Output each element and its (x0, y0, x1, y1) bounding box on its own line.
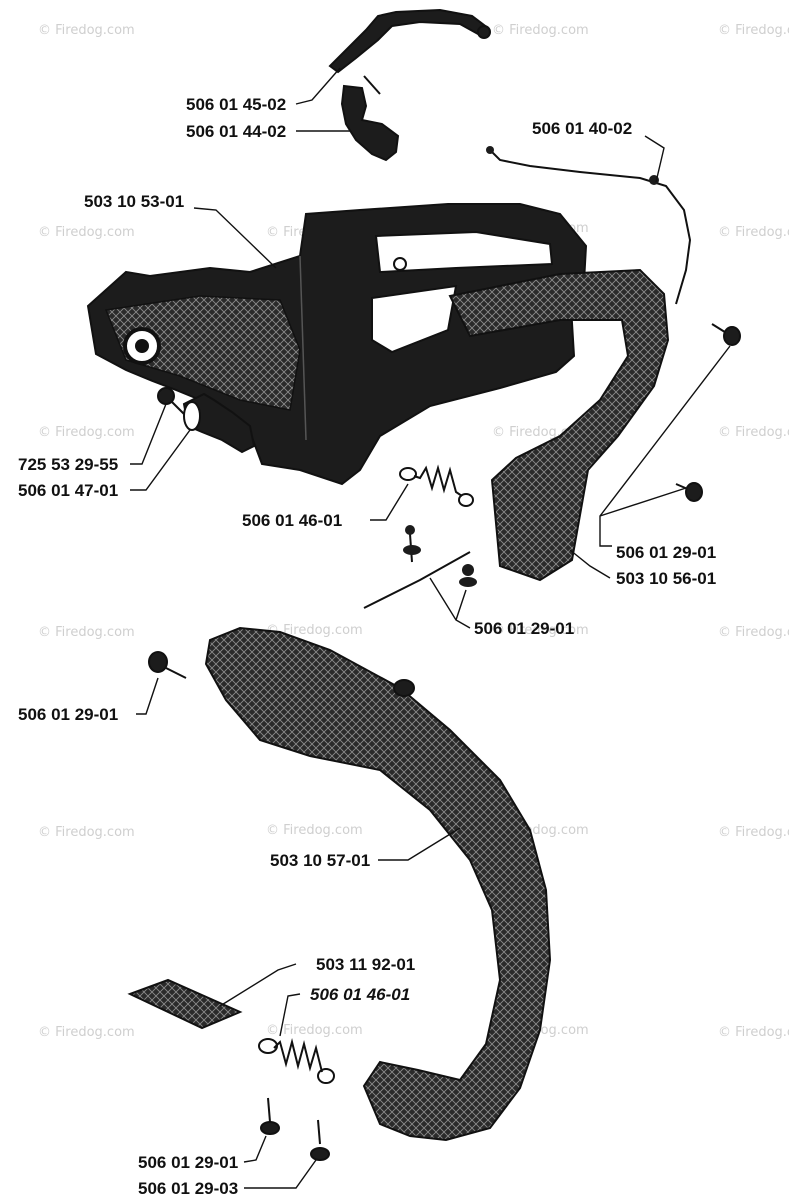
rear-handle-grip-drawing (448, 268, 670, 582)
leader-p14 (279, 993, 301, 1037)
watermark: © Firedog.com (38, 23, 135, 38)
watermark: © Firedog.com (718, 1025, 789, 1040)
watermark: © Firedog.com (718, 625, 789, 640)
spring-upper-drawing (363, 464, 477, 609)
part-label-506-01-45-02: 506 01 45-02 (186, 95, 286, 114)
leader-p13 (219, 963, 297, 1007)
front-handle-drawing (204, 626, 552, 1142)
watermark: © Firedog.com (38, 225, 135, 240)
part-label-503-10-56-01: 503 10 56-01 (616, 569, 716, 588)
leader-p4 (193, 207, 277, 269)
throttle-rod-drawing (486, 146, 692, 305)
throttle-trigger-drawing (328, 8, 491, 95)
spring-lower-drawing (258, 1038, 335, 1161)
trigger-lockout-drawing (340, 84, 400, 162)
leader-lines (130, 67, 731, 1189)
leader-p11 (136, 677, 159, 715)
watermark: © Firedog.com (266, 823, 363, 838)
watermark: © Firedog.com (718, 225, 789, 240)
watermark: © Firedog.com (38, 625, 135, 640)
watermark: © Firedog.com (38, 1025, 135, 1040)
leader-p15 (243, 1135, 267, 1163)
leader-p5 (130, 403, 167, 465)
part-label-506-01-46-01: 506 01 46-01 (242, 511, 342, 530)
watermark: © Firedog.com (38, 825, 135, 840)
part-label-725-53-29-55: 725 53 29-55 (18, 455, 118, 474)
pad-drawing (127, 978, 243, 1030)
part-label-506-01-29-01: 506 01 29-01 (18, 705, 118, 724)
part-label-503-10-57-01: 503 10 57-01 (270, 851, 370, 870)
leader-p3 (644, 135, 665, 183)
watermark: © Firedog.com (718, 425, 789, 440)
watermark: © Firedog.com (38, 425, 135, 440)
part-label-503-10-53-01: 503 10 53-01 (84, 192, 184, 211)
leader-p7 (370, 483, 409, 521)
watermark: © Firedog.com (492, 623, 589, 638)
leader-p12 (378, 827, 461, 861)
rear-screws-drawing (675, 323, 741, 502)
leader-p9 (569, 549, 611, 579)
leader-p8 (599, 345, 731, 547)
watermark: © Firedog.com (492, 23, 589, 38)
part-label-506-01-47-01: 506 01 47-01 (18, 481, 118, 500)
watermark: © Firedog.com (266, 623, 363, 638)
watermark: © Firedog.com (718, 23, 789, 38)
leader-p10 (429, 577, 471, 629)
part-label-506-01-29-01: 506 01 29-01 (474, 619, 574, 638)
handle-housing-drawing (86, 203, 588, 486)
part-label-506-01-29-03: 506 01 29-03 (138, 1179, 238, 1198)
screw-left-drawing (148, 651, 187, 679)
part-labels: 506 01 45-02 506 01 44-02 506 01 40-02 5… (18, 95, 716, 1198)
part-label-506-01-40-02: 506 01 40-02 (532, 119, 632, 138)
watermark: © Firedog.com (266, 1023, 363, 1038)
leader-p1 (295, 67, 341, 105)
part-label-506-01-29-01: 506 01 29-01 (616, 543, 716, 562)
part-label-506-01-29-01: 506 01 29-01 (138, 1153, 238, 1172)
leader-p6 (130, 429, 191, 491)
part-label-503-11-92-01: 503 11 92-01 (316, 955, 415, 974)
part-label-506-01-46-01: 506 01 46-01 (310, 985, 410, 1004)
leader-p16 (244, 1159, 317, 1189)
part-label-506-01-44-02: 506 01 44-02 (186, 122, 286, 141)
watermark: © Firedog.com (718, 825, 789, 840)
bushing-screw-drawing (157, 387, 256, 454)
